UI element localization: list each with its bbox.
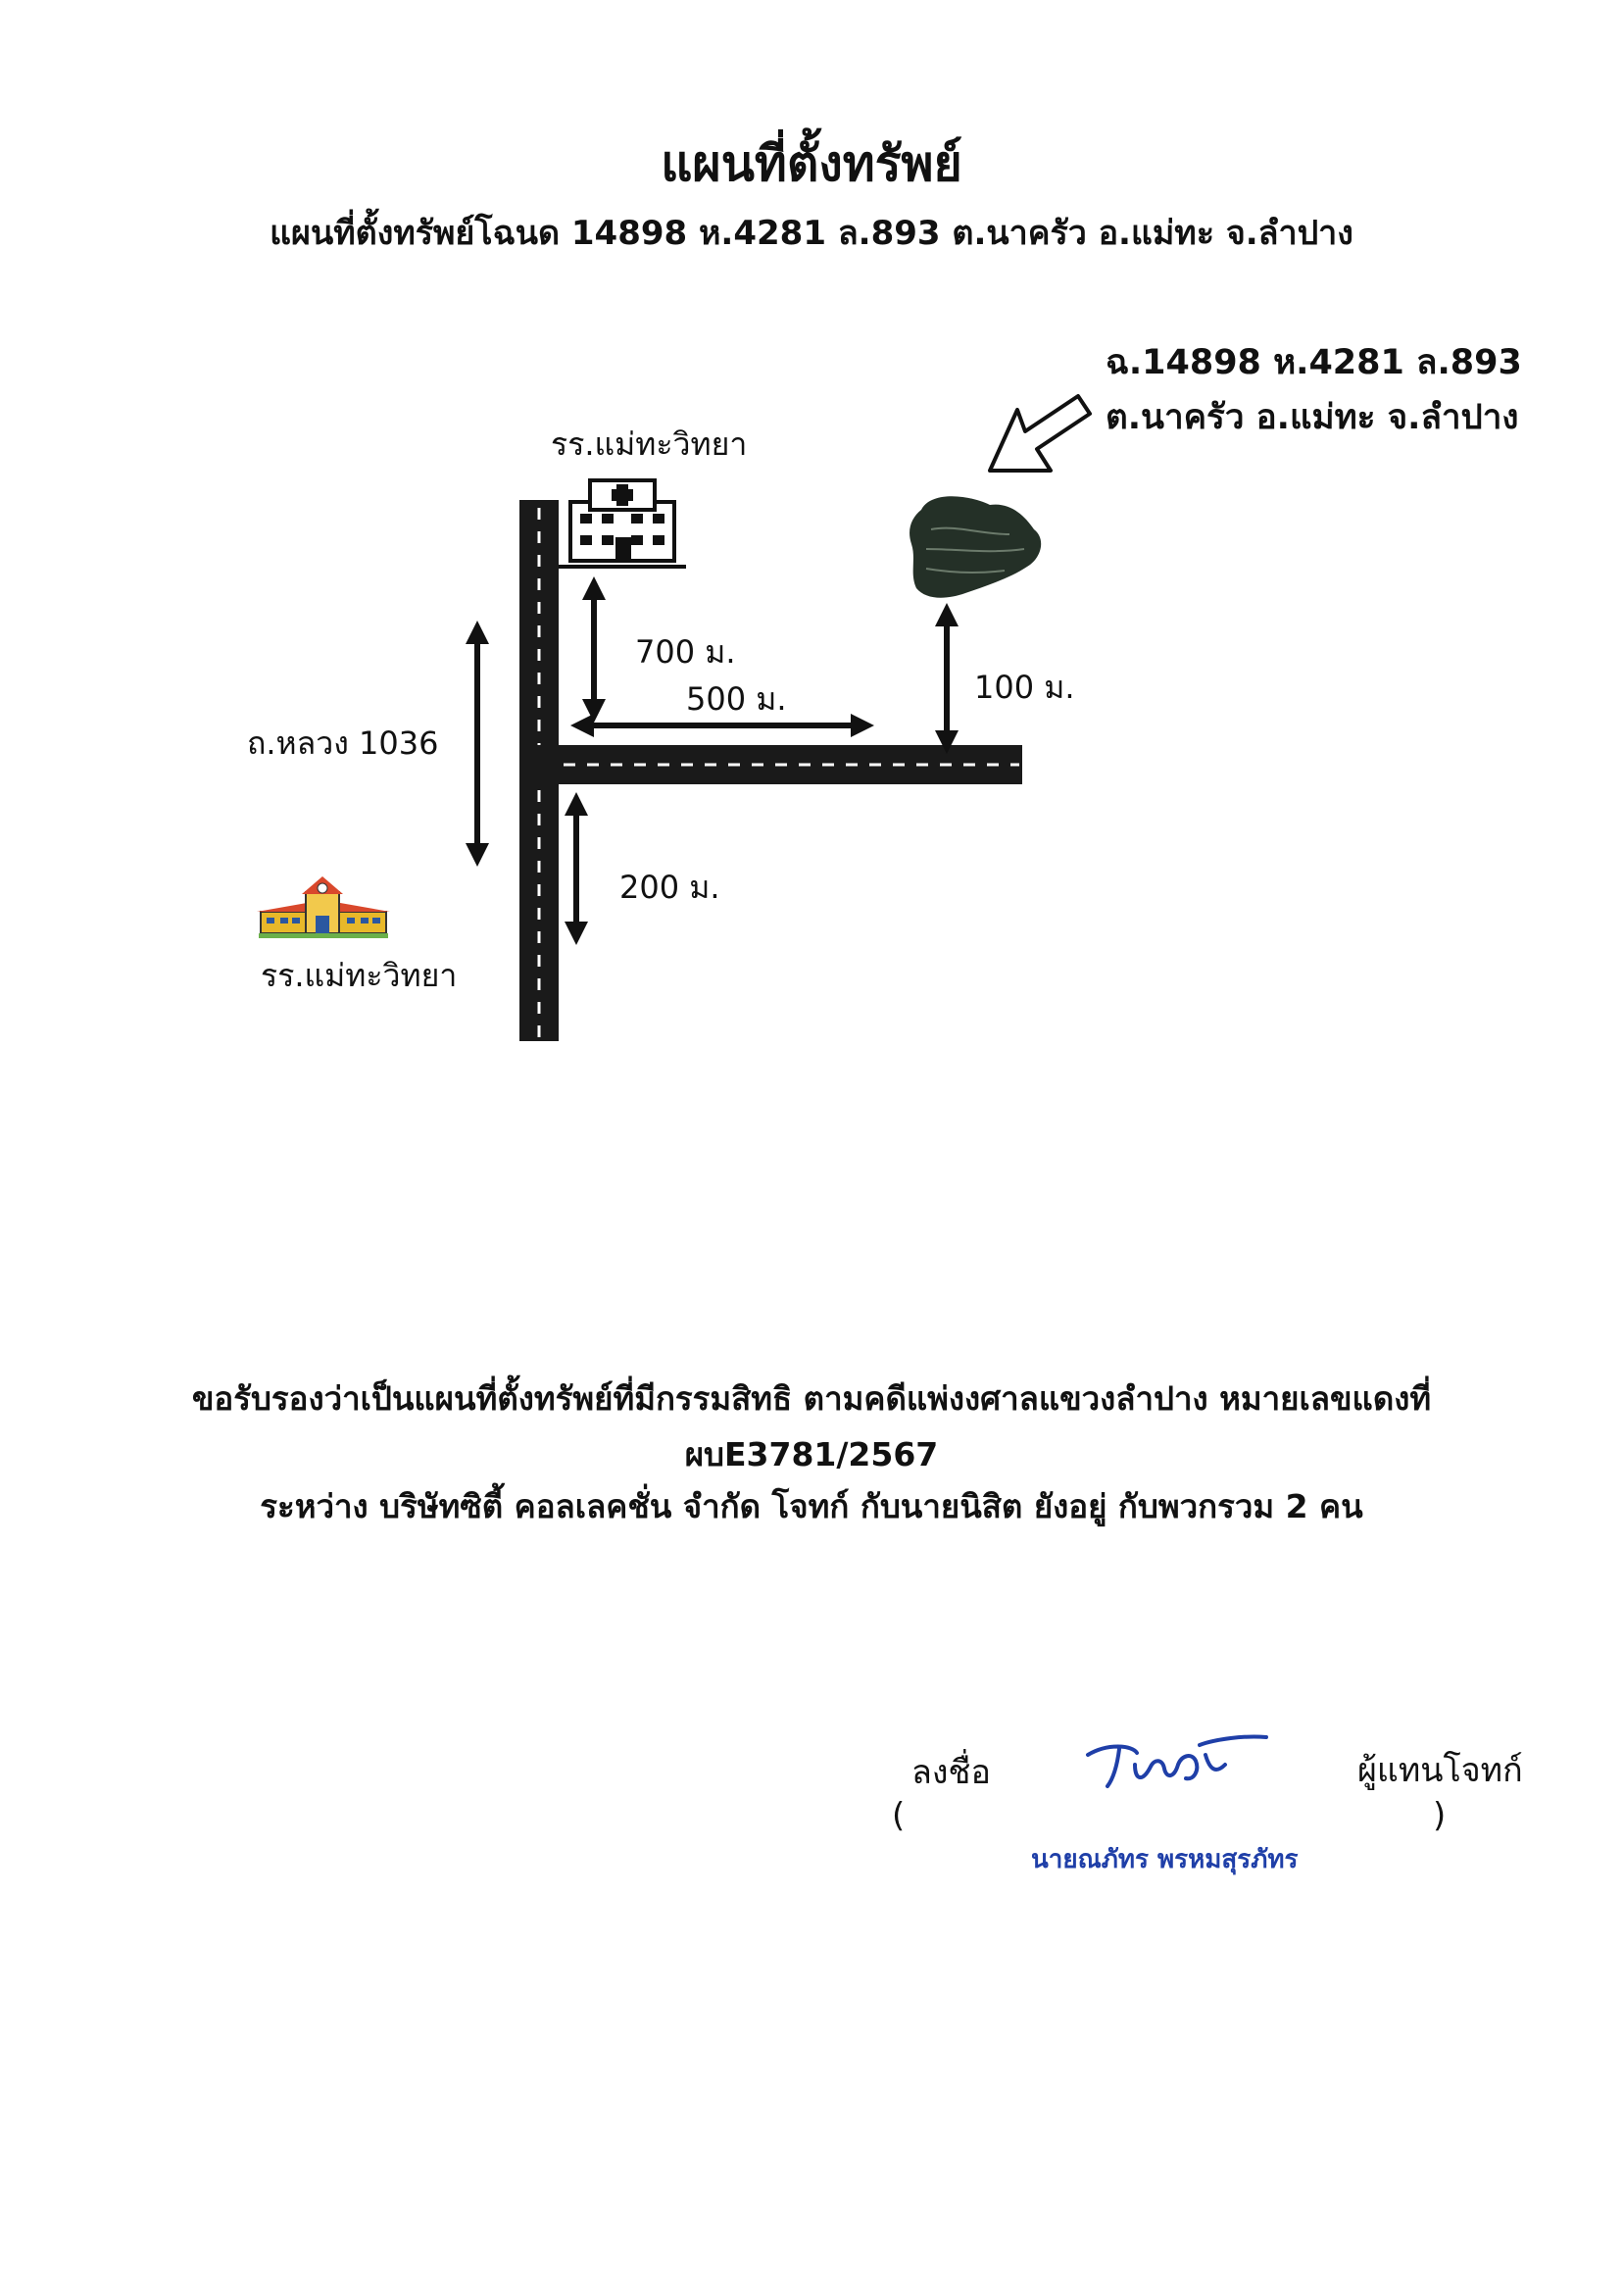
distance-label-700: 700 ม. [635, 633, 736, 671]
distance-label-200: 200 ม. [619, 869, 720, 906]
page-subtitle: แผนที่ตั้งทรัพย์โฉนด 14898 ห.4281 ล.893 … [270, 214, 1353, 253]
location-map [257, 394, 1092, 1041]
certification-line2: ผบE3781/2567 [684, 1435, 939, 1473]
road-label: ถ.หลวง 1036 [247, 724, 439, 762]
page-title: แผนที่ตั้งทรัพย์ [661, 135, 962, 192]
school-icon [257, 876, 390, 938]
parcel-label-line2: ต.นาครัว อ.แม่ทะ จ.ลำปาง [1106, 398, 1519, 437]
close-parenthesis: ) [1433, 1796, 1447, 1835]
certification-line1: ขอรับรองว่าเป็นแผนที่ตั้งทรัพย์ที่มีกรรม… [191, 1379, 1432, 1418]
certification-line3: ระหว่าง บริษัทซิตี้ คอลเลคชั่น จำกัด โจท… [260, 1487, 1363, 1525]
handwritten-signature [1086, 1734, 1268, 1788]
sign-label: ลงชื่อ [911, 1753, 991, 1792]
school-top-label: รร.แม่ทะวิทยา [551, 425, 748, 463]
building-icon [559, 478, 686, 569]
horizontal-road [534, 745, 1022, 784]
distance-label-500: 500 ม. [686, 680, 787, 718]
role-label: ผู้แทนโจทก์ [1357, 1751, 1523, 1790]
signer-name: นายณภัทร พรหมสุรภัทร [1031, 1845, 1299, 1874]
parcel-label-line1: ฉ.14898 ห.4281 ล.893 [1106, 343, 1522, 382]
distance-label-100: 100 ม. [974, 669, 1075, 706]
open-parenthesis: ( [892, 1796, 906, 1835]
land-parcel-icon [910, 496, 1042, 598]
school-bottom-label: รร.แม่ทะวิทยา [261, 957, 458, 994]
pointer-arrow-icon [988, 394, 1092, 473]
